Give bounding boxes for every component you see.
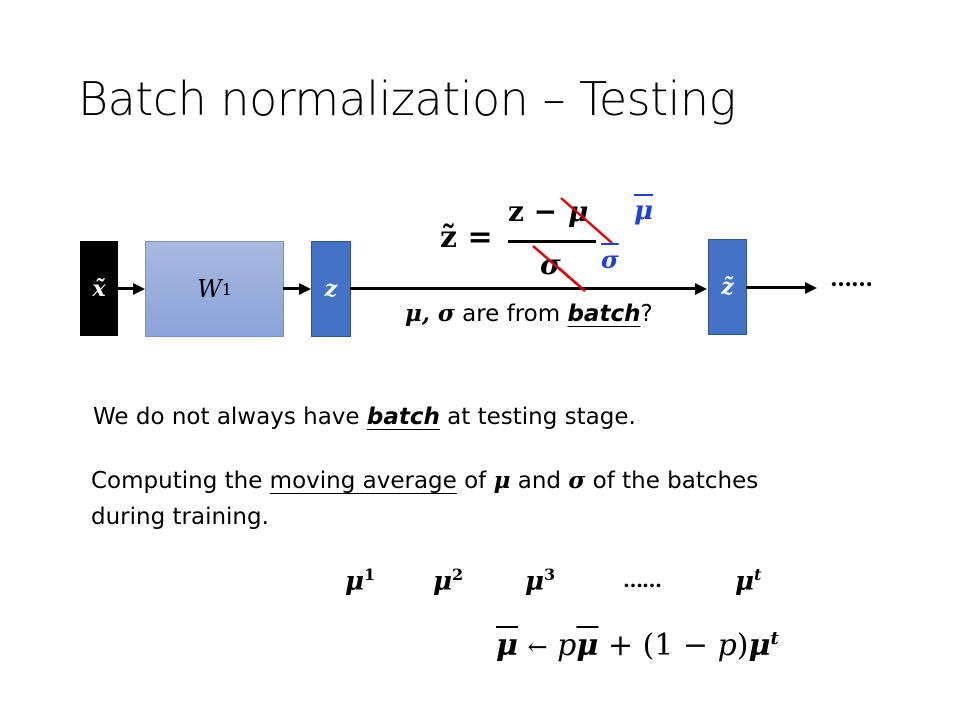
moving-average-underlined: moving average — [269, 468, 457, 494]
arrowhead-icon — [299, 283, 311, 295]
arrowhead-icon — [695, 283, 707, 295]
question-text: μ, σ are from batch? — [405, 300, 653, 327]
batch-emphasis: batch — [366, 404, 440, 430]
slide-title: Batch normalization – Testing — [78, 72, 736, 126]
weight-superscript: 1 — [221, 279, 232, 299]
z-box: z — [311, 241, 351, 337]
arrow-ztilde-out — [746, 286, 806, 289]
sequence-mu-2: μ2 — [433, 565, 464, 597]
arrowhead-icon — [805, 282, 817, 294]
arrow-w-to-z — [283, 287, 300, 290]
body-line-2b: during training. — [91, 504, 269, 530]
sequence-mu-3: μ3 — [525, 565, 556, 597]
arrow-z-to-ztilde — [350, 287, 696, 290]
formula-numerator-mu: μ — [568, 195, 589, 228]
formula-numerator-z: z − — [508, 195, 558, 228]
batch-emphasis: batch — [567, 301, 641, 327]
sigma-bar-replacement: σ — [601, 245, 619, 274]
z-label: z — [324, 276, 338, 302]
mu-bar-replacement: μ — [634, 196, 654, 226]
input-x-tilde-box: x̃ — [80, 241, 118, 336]
arrow-x-to-w — [118, 287, 134, 290]
mu-sigma-symbols: μ, σ — [405, 300, 455, 327]
weight-label: W — [197, 275, 222, 303]
ellipsis: …… — [830, 266, 873, 292]
body-line-1: We do not always have batch at testing s… — [93, 404, 636, 430]
formula-lhs: z̃ = — [440, 220, 493, 255]
sequence-mu-t: μt — [735, 565, 762, 597]
z-tilde-box: z̃ — [708, 239, 747, 335]
z-tilde-label: z̃ — [721, 274, 734, 300]
fraction-bar — [508, 240, 596, 243]
body-line-2: Computing the moving average of μ and σ … — [91, 467, 759, 494]
input-x-tilde-label: x̃ — [92, 275, 106, 302]
arrowhead-icon — [133, 283, 145, 295]
sequence-mu-1: μ1 — [345, 565, 376, 597]
moving-average-update-rule: μ ← pμ + (1 − p)μt — [496, 628, 779, 663]
sequence-ellipsis: …… — [623, 568, 662, 592]
strikethrough-sigma-icon — [532, 245, 586, 292]
